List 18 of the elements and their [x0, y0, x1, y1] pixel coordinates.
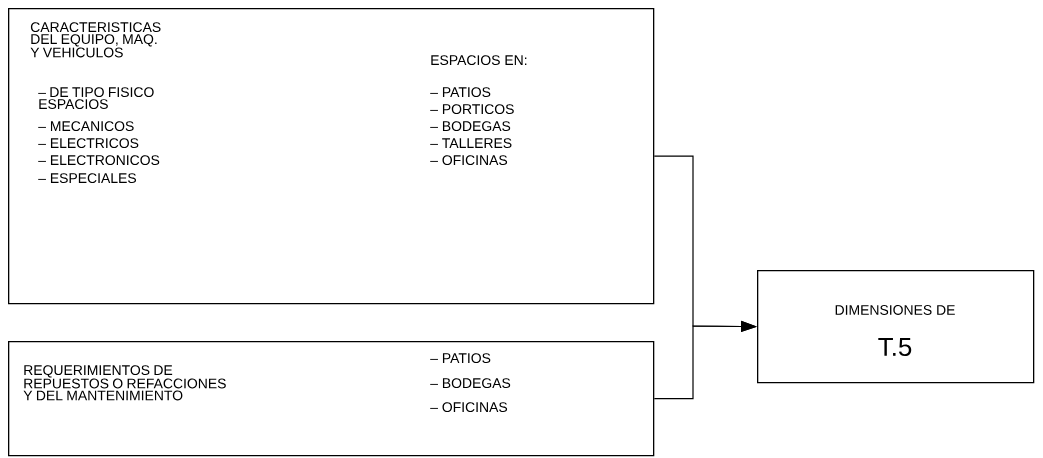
box-text: DIMENSIONES DE: [835, 305, 955, 315]
list-item: – OFICINAS: [430, 402, 508, 413]
list-item: – TALLERES: [430, 138, 512, 149]
list-item: – PORTICOS: [430, 104, 514, 115]
list-item: – ELECTRONICOS: [38, 155, 160, 166]
list-item: – PATIOS: [430, 353, 491, 364]
box-text: CARACTERISTICAS DEL EQUIPO, MAQ. Y VEHICULOS: [30, 22, 161, 58]
list-item: – BODEGAS: [430, 121, 511, 132]
list-item: – MECANICOS: [38, 121, 134, 132]
list-item: ESPACIOS EN:: [431, 55, 527, 66]
list-item: – DE TIPO FISICO ESPACIOS: [38, 87, 154, 110]
list-item: – BODEGAS: [430, 378, 511, 389]
box-text: REQUERIMIENTOS DE REPUESTOS O REFACCIONES Y DEL MANTENIMIENTO: [23, 365, 226, 401]
list-item: – PATIOS: [430, 87, 491, 98]
list-item: – ELECTRICOS: [38, 138, 139, 149]
list-item: – ESPECIALES: [38, 173, 136, 184]
list-item: – OFICINAS: [430, 155, 508, 166]
box-text: T.5: [878, 337, 912, 357]
